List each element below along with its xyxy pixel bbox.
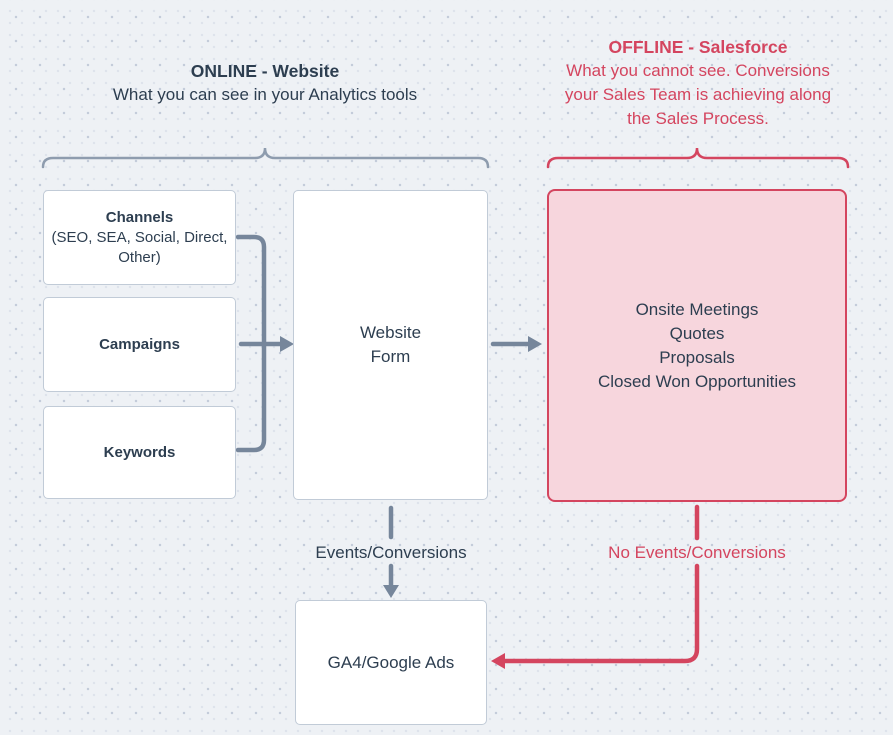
merge-connector-line: [235, 234, 267, 453]
form-to-offline-arrow-head-icon: [528, 336, 542, 352]
website-form-line: Website: [359, 323, 422, 342]
website-form-box: Website Form: [293, 190, 488, 500]
salesforce-box: Onsite Meetings Quotes Proposals Closed …: [547, 189, 847, 502]
online-title: ONLINE - Website: [190, 61, 340, 81]
channels-box: Channels (SEO, SEA, Social, Direct, Othe…: [43, 190, 236, 285]
ga4-google-ads-box: GA4/Google Ads: [295, 600, 487, 725]
events-conversions-label: Events/Conversions: [315, 543, 467, 562]
salesforce-box-line: Proposals: [659, 347, 735, 367]
salesforce-box-line: Onsite Meetings: [635, 299, 759, 319]
no-events-arrow-head-icon: [491, 653, 505, 669]
offline-subtitle-line: the Sales Process.: [627, 109, 769, 128]
salesforce-box-line: Closed Won Opportunities: [597, 371, 797, 391]
salesforce-box-line: Quotes: [669, 323, 725, 343]
online-subtitle: What you can see in your Analytics tools: [112, 85, 418, 104]
online-brace: [41, 147, 490, 169]
ga4-google-ads-label: GA4/Google Ads: [327, 652, 455, 672]
keywords-box: Keywords: [43, 406, 236, 499]
offline-subtitle-line: your Sales Team is achieving along: [564, 85, 832, 104]
campaigns-box-title: Campaigns: [99, 335, 180, 353]
online-header: ONLINE - Website What you can see in you…: [40, 59, 490, 107]
offline-subtitle: What you cannot see. Conversions your Sa…: [530, 59, 866, 131]
offline-subtitle-line: What you cannot see. Conversions: [566, 61, 830, 80]
channels-box-detail: (SEO, SEA, Social, Direct, Other): [51, 228, 228, 266]
channels-box-title: Channels: [105, 208, 174, 226]
offline-title: OFFLINE - Salesforce: [608, 37, 788, 57]
keywords-box-title: Keywords: [103, 443, 176, 461]
merge-arrow-head-icon: [280, 336, 294, 352]
offline-brace: [546, 147, 850, 169]
offline-header: OFFLINE - Salesforce What you cannot see…: [530, 35, 866, 131]
website-form-line: Form: [370, 347, 411, 366]
campaigns-box: Campaigns: [43, 297, 236, 392]
no-events-conversions-label: No Events/Conversions: [608, 543, 786, 562]
no-events-arrow-line: [502, 563, 700, 664]
events-arrow-head-icon: [383, 585, 399, 598]
